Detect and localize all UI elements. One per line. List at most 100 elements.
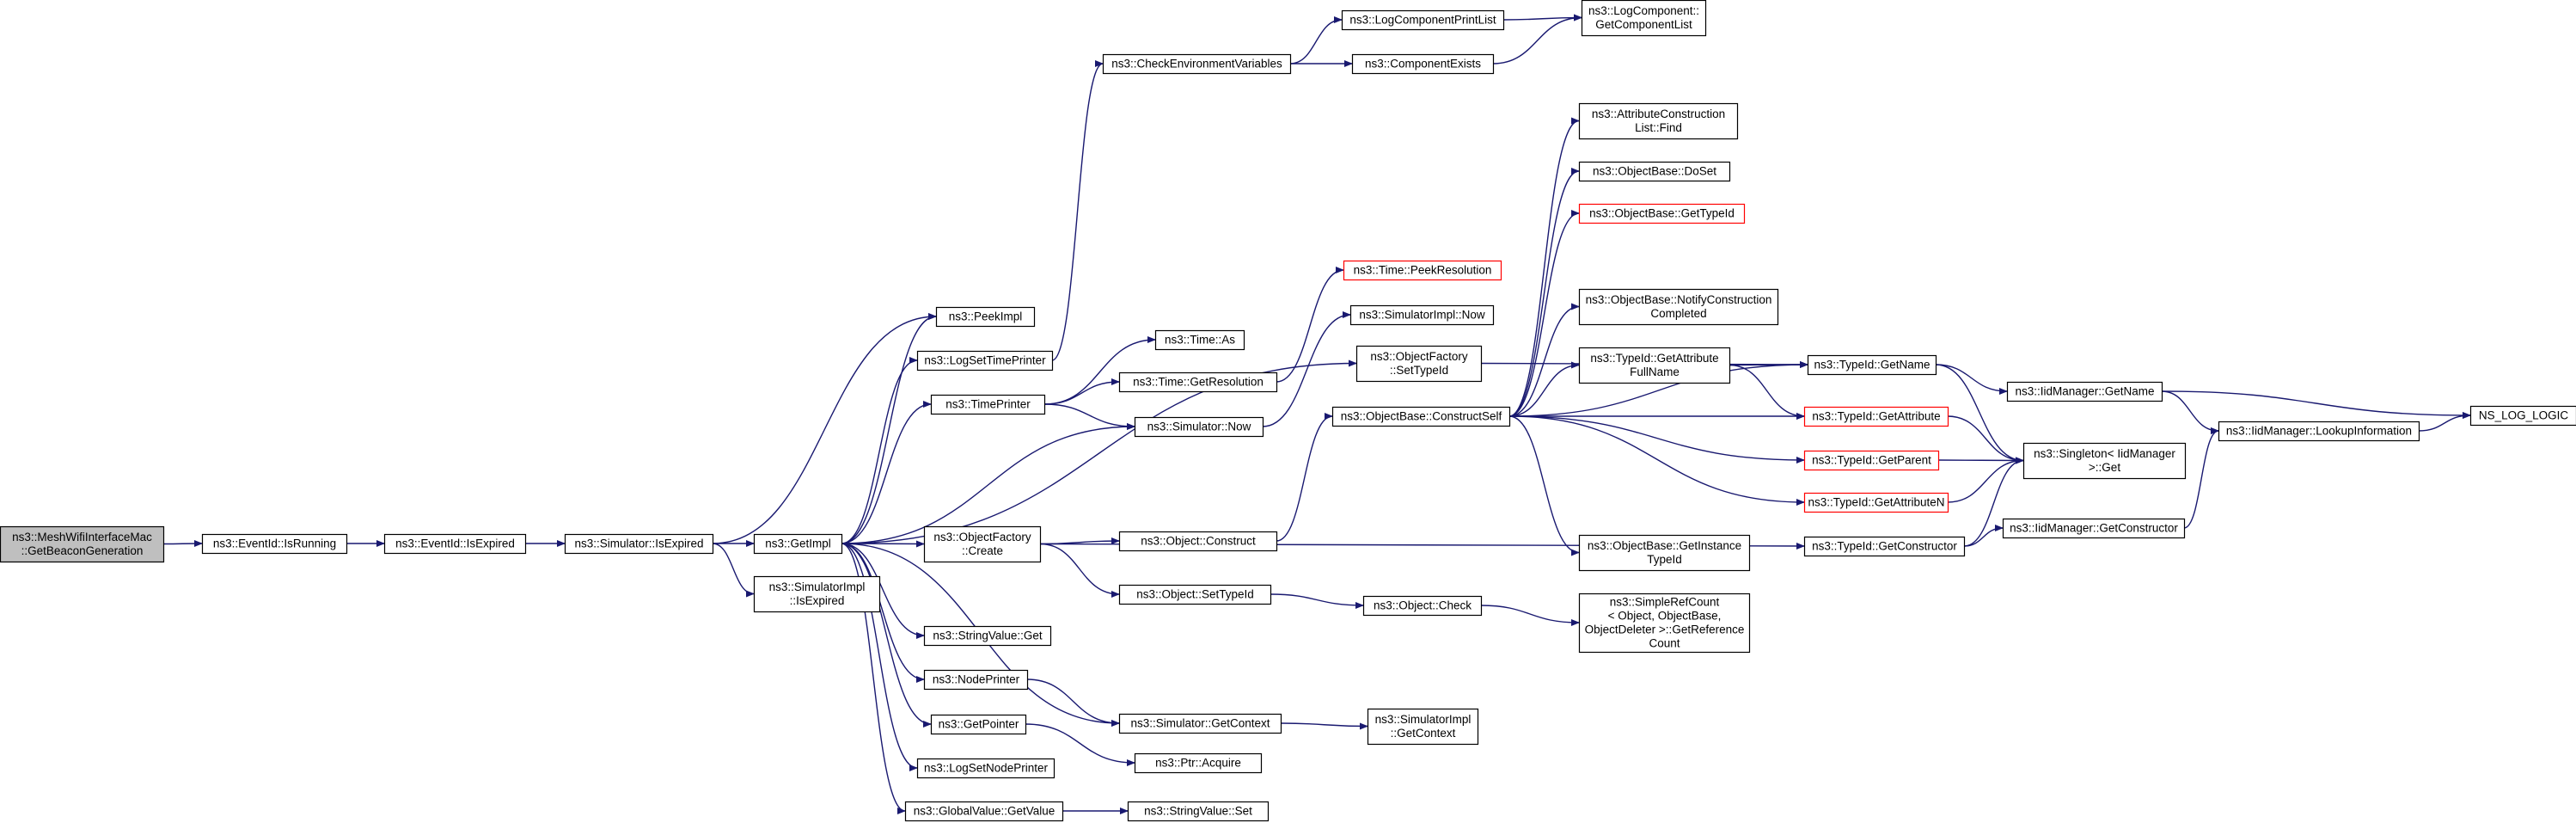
node-label: ns3::ObjectBase::GetTypeId xyxy=(1589,206,1735,219)
node-peek-impl[interactable]: ns3::PeekImpl xyxy=(935,306,1036,328)
node-iid-get-name[interactable]: ns3::IidManager::GetName xyxy=(2006,381,2163,402)
node-type-id-get-attribute[interactable]: ns3::TypeId::GetAttribute xyxy=(1803,406,1949,427)
edge-line xyxy=(1963,457,2024,547)
node-box xyxy=(2469,405,2576,427)
node-label: ns3::IidManager::GetConstructor xyxy=(2010,521,2178,534)
node-notify-construction-completed[interactable]: ns3::ObjectBase::NotifyConstructionCompl… xyxy=(1578,288,1779,326)
node-node-printer[interactable]: ns3::NodePrinter xyxy=(923,669,1029,691)
node-construct-self[interactable]: ns3::ObjectBase::ConstructSelf xyxy=(1331,406,1511,427)
node-root: ns3::MeshWifiInterfaceMac::GetBeaconGene… xyxy=(0,525,165,563)
node-get-impl[interactable]: ns3::GetImpl xyxy=(753,533,843,555)
node-sim-impl-is-expired[interactable]: ns3::SimulatorImpl::IsExpired xyxy=(753,575,881,613)
node-sim-impl-now[interactable]: ns3::SimulatorImpl::Now xyxy=(1349,304,1495,326)
edge-simIsExpired-to-peekImpl xyxy=(712,313,937,544)
node-box xyxy=(1578,347,1731,384)
node-object-set-type-id[interactable]: ns3::Object::SetTypeId xyxy=(1118,584,1272,605)
node-eid-is-expired[interactable]: ns3::EventId::IsExpired xyxy=(383,533,527,555)
node-string-value-set[interactable]: ns3::StringValue::Set xyxy=(1127,801,1270,822)
node-label: ns3::SimulatorImpl::Now xyxy=(1359,308,1485,321)
edge-getImpl-to-stringValueGet xyxy=(841,543,925,639)
node-time-as[interactable]: ns3::Time::As xyxy=(1154,329,1245,351)
node-type-id-get-name[interactable]: ns3::TypeId::GetName xyxy=(1807,354,1937,376)
node-label: ns3::Ptr::Acquire xyxy=(1155,756,1241,769)
edge-getImpl-to-logSetTimePrinter xyxy=(841,357,918,544)
node-log-set-node-printer[interactable]: ns3::LogSetNodePrinter xyxy=(916,758,1055,779)
node-of-create[interactable]: ns3::ObjectFactory::Create xyxy=(923,525,1042,563)
node-type-id-get-attribute-n[interactable]: ns3::TypeId::GetAttributeN xyxy=(1803,492,1949,513)
edge-logComponentPrintList-to-logComponentGetList xyxy=(1502,14,1582,21)
node-log-set-time-printer[interactable]: ns3::LogSetTimePrinter xyxy=(916,350,1054,372)
node-ns-log-logic[interactable]: NS_LOG_LOGIC xyxy=(2469,405,2576,427)
node-get-pointer[interactable]: ns3::GetPointer xyxy=(930,714,1027,735)
node-label: ns3::Simulator::Now xyxy=(1147,420,1251,433)
node-box xyxy=(753,575,881,613)
edge-line xyxy=(1508,210,1580,417)
node-log-component-get-list[interactable]: ns3::LogComponent::GetComponentList xyxy=(1581,0,1707,37)
node-object-construct[interactable]: ns3::Object::Construct xyxy=(1118,531,1278,552)
edge-line xyxy=(1025,723,1135,766)
node-label: ns3::ObjectFactory xyxy=(933,531,1031,543)
node-singleton-get[interactable]: ns3::Singleton< IidManager>::Get xyxy=(2022,442,2187,480)
node-label: ns3::TypeId::GetName xyxy=(1814,358,1930,371)
node-iid-get-constructor[interactable]: ns3::IidManager::GetConstructor xyxy=(2002,518,2186,539)
node-box xyxy=(1578,161,1731,182)
edge-getPointer-to-ptrAcquire xyxy=(1025,723,1135,766)
node-box xyxy=(916,350,1054,372)
node-time-printer[interactable]: ns3::TimePrinter xyxy=(930,394,1046,415)
node-iid-lookup-information[interactable]: ns3::IidManager::LookupInformation xyxy=(2218,421,2420,442)
edge-logSetTimePrinter-to-checkEnv xyxy=(1051,60,1104,361)
node-object-base-get-type-id[interactable]: ns3::ObjectBase::GetTypeId xyxy=(1578,203,1746,224)
node-component-exists[interactable]: ns3::ComponentExists xyxy=(1351,53,1495,75)
node-sim-is-expired[interactable]: ns3::Simulator::IsExpired xyxy=(564,533,714,555)
node-box xyxy=(1578,102,1739,140)
node-label: ns3::TypeId::GetParent xyxy=(1812,453,1931,466)
node-time-peek-resolution[interactable]: ns3::Time::PeekResolution xyxy=(1343,260,1502,281)
node-simulator-now[interactable]: ns3::Simulator::Now xyxy=(1134,416,1264,438)
node-box xyxy=(1331,406,1511,427)
node-label: ::Create xyxy=(962,544,1003,557)
node-check-env[interactable]: ns3::CheckEnvironmentVariables xyxy=(1102,53,1292,75)
node-box xyxy=(930,714,1027,735)
edge-simIsExpired-to-simImplIsExpired xyxy=(712,543,755,598)
node-box xyxy=(1102,53,1292,75)
node-type-id-get-parent[interactable]: ns3::TypeId::GetParent xyxy=(1803,450,1940,471)
node-string-value-get[interactable]: ns3::StringValue::Get xyxy=(923,625,1052,647)
edge-line xyxy=(1043,336,1156,405)
edge-getImpl-to-peekImpl xyxy=(841,313,937,544)
node-label: ns3::AttributeConstruction xyxy=(1592,107,1725,120)
node-label: ::SetTypeId xyxy=(1390,364,1448,377)
node-label: ns3::Object::SetTypeId xyxy=(1136,587,1254,600)
node-label: ns3::ObjectBase::GetInstance xyxy=(1588,539,1741,552)
edge-constructSelf-to-getAttributeFullName xyxy=(1508,361,1580,417)
node-of-set-type-id[interactable]: ns3::ObjectFactory::SetTypeId xyxy=(1355,345,1483,383)
node-box xyxy=(1578,534,1751,572)
node-label: ns3::LogSetNodePrinter xyxy=(924,761,1049,774)
edge-line xyxy=(1039,543,1120,598)
edge-iidGetName-to-iidLookupInformation xyxy=(2161,390,2219,434)
node-log-component-print-list[interactable]: ns3::LogComponentPrintList xyxy=(1341,9,1505,31)
node-global-value-get-value[interactable]: ns3::GlobalValue::GetValue xyxy=(904,801,1064,822)
node-object-check[interactable]: ns3::Object::Check xyxy=(1362,595,1483,617)
node-simple-ref-count[interactable]: ns3::SimpleRefCount< Object, ObjectBase,… xyxy=(1578,593,1751,654)
edge-line xyxy=(1508,415,1805,506)
node-type-id-get-constructor[interactable]: ns3::TypeId::GetConstructor xyxy=(1803,536,1966,557)
edge-line xyxy=(712,543,755,598)
edge-line xyxy=(841,313,937,544)
node-box xyxy=(201,533,348,555)
node-label: ns3::CheckEnvironmentVariables xyxy=(1111,57,1282,70)
node-time-get-resolution[interactable]: ns3::Time::GetResolution xyxy=(1118,372,1278,393)
node-simulator-get-context[interactable]: ns3::Simulator::GetContext xyxy=(1118,713,1282,734)
node-sim-impl-get-context[interactable]: ns3::SimulatorImpl::GetContext xyxy=(1367,708,1479,746)
edge-timeGetResolution-to-timePeekResolution xyxy=(1276,267,1344,383)
node-object-base-do-set[interactable]: ns3::ObjectBase::DoSet xyxy=(1578,161,1731,182)
node-label: ns3::Time::GetResolution xyxy=(1133,375,1264,388)
edge-line xyxy=(2161,390,2219,434)
node-label: ns3::TypeId::GetAttributeN xyxy=(1808,495,1944,508)
node-ptr-acquire[interactable]: ns3::Ptr::Acquire xyxy=(1134,752,1263,774)
node-is-running[interactable]: ns3::EventId::IsRunning xyxy=(201,533,348,555)
node-label: ns3::Time::PeekResolution xyxy=(1354,263,1492,276)
